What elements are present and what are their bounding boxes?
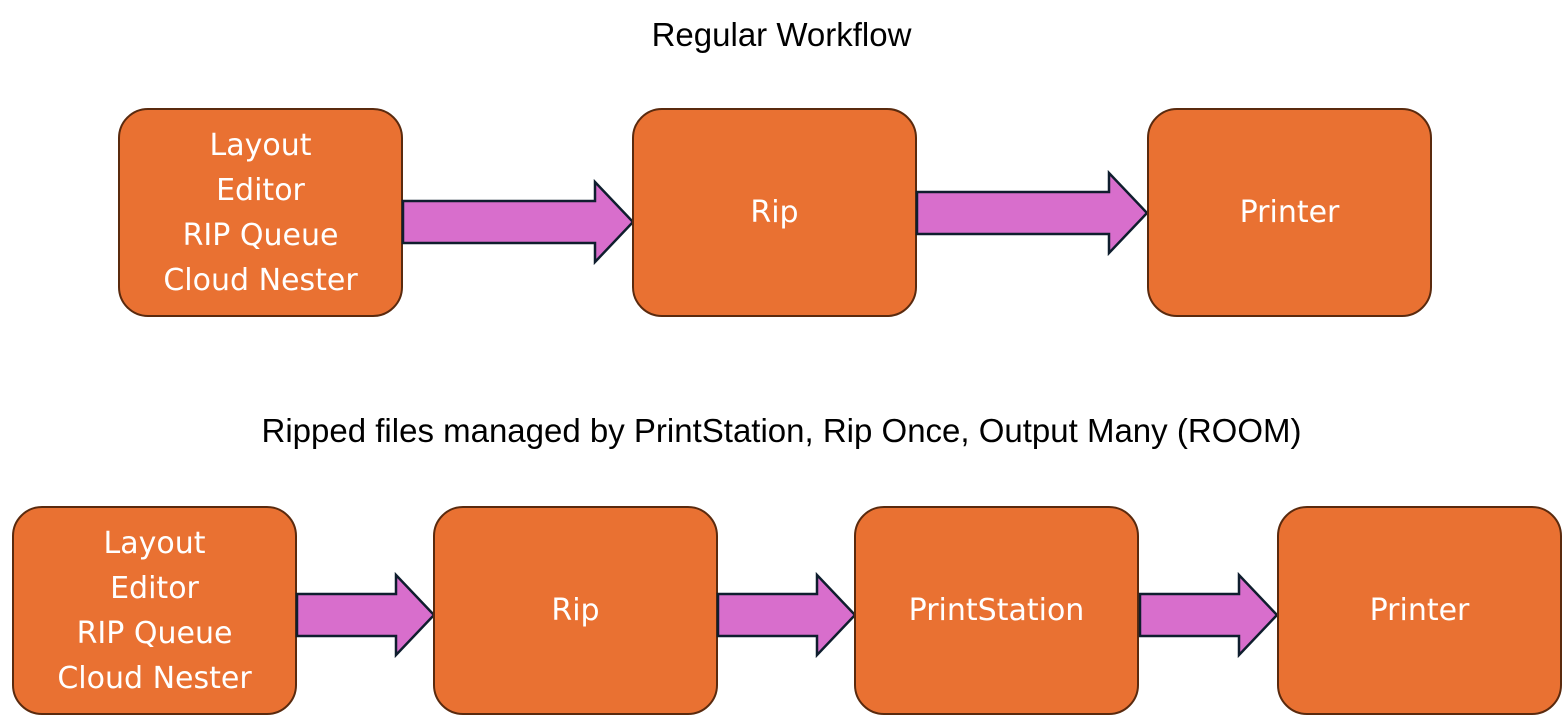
step-printer: Printer xyxy=(1277,506,1562,715)
step-line: RIP Queue xyxy=(76,615,233,651)
step-line: Editor xyxy=(110,570,199,606)
flow-arrow xyxy=(915,169,1149,257)
step-line: RIP Queue xyxy=(182,217,339,253)
step-line: Rip xyxy=(551,593,600,628)
step-line: Layout xyxy=(103,525,206,561)
flow-arrow xyxy=(1138,571,1279,659)
flow-arrow xyxy=(716,571,857,659)
step-line: Cloud Nester xyxy=(163,262,358,298)
regular-workflow-title: Regular Workflow xyxy=(651,16,912,53)
step-printer: Printer xyxy=(1147,108,1432,317)
step-line: Editor xyxy=(216,172,305,208)
step-rip: Rip xyxy=(632,108,917,317)
step-layout-tools: Layout Editor RIP Queue Cloud Nester xyxy=(118,108,403,317)
step-printstation: PrintStation xyxy=(854,506,1139,715)
step-line: PrintStation xyxy=(908,593,1085,628)
step-line: Printer xyxy=(1239,195,1340,230)
flow-arrow xyxy=(295,571,436,659)
step-line: Printer xyxy=(1369,593,1470,628)
step-rip: Rip xyxy=(433,506,718,715)
step-line: Layout xyxy=(209,127,312,163)
flow-arrow xyxy=(401,178,635,266)
step-line: Rip xyxy=(750,195,799,230)
room-workflow-title: Ripped files managed by PrintStation, Ri… xyxy=(261,412,1302,449)
step-line: Cloud Nester xyxy=(57,660,252,696)
step-layout-tools: Layout Editor RIP Queue Cloud Nester xyxy=(12,506,297,715)
